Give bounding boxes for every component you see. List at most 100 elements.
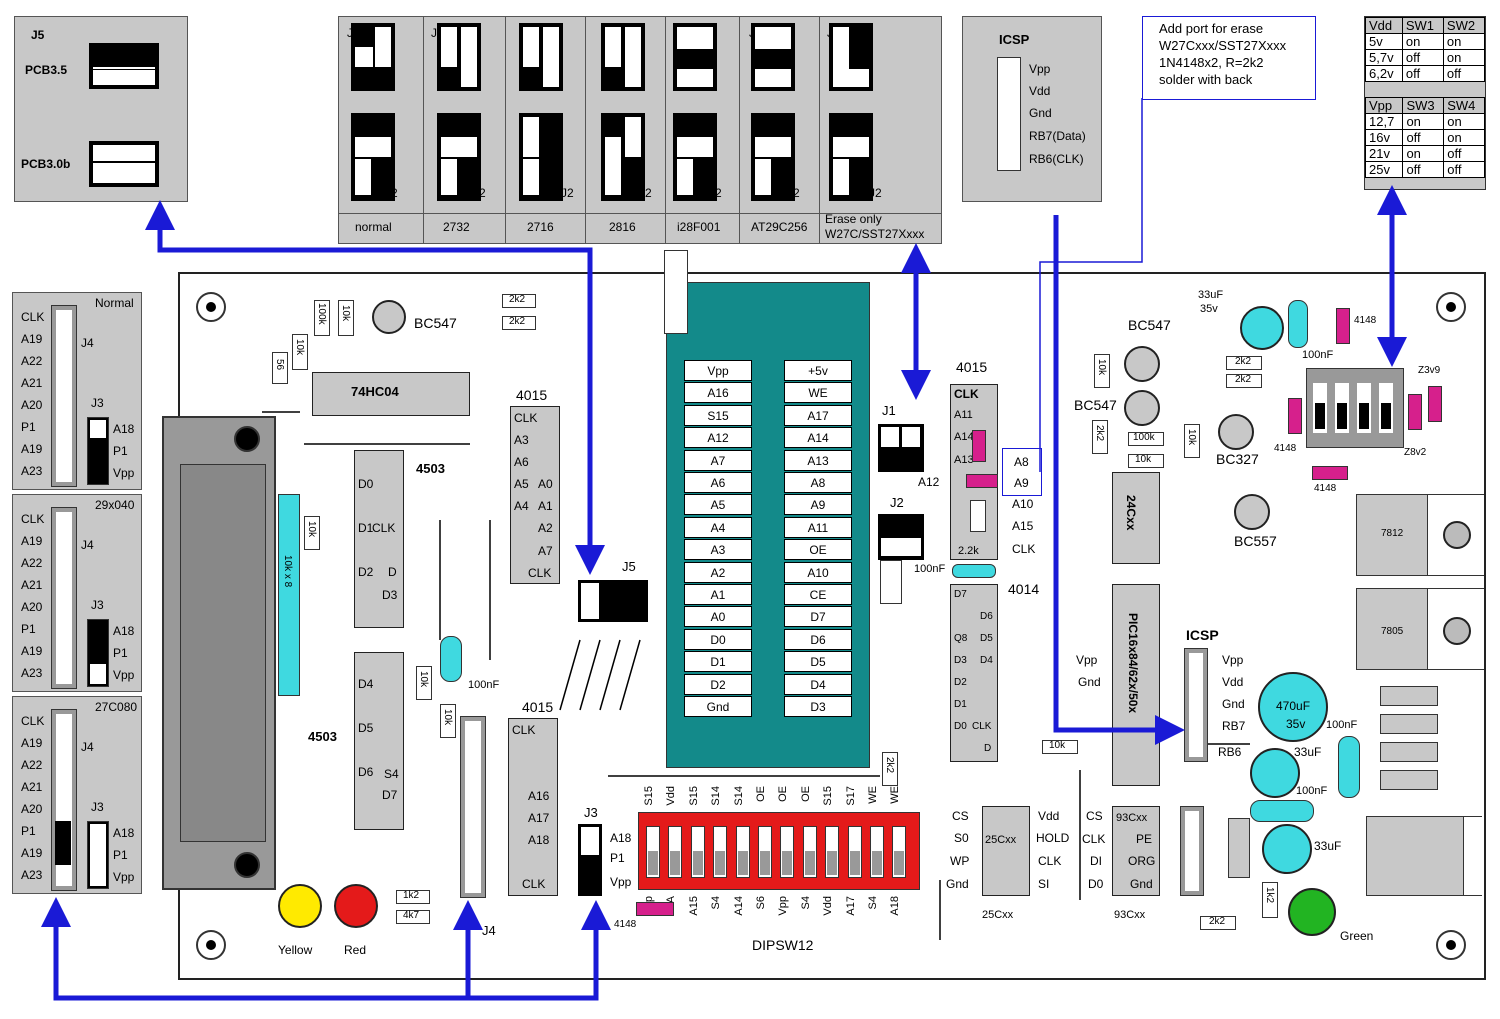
dip-switch-4[interactable] (1306, 368, 1404, 448)
side-panel-pin: CLK (21, 310, 45, 324)
dip-lever[interactable] (713, 826, 728, 878)
jp-2732-j2: J2 (473, 186, 486, 200)
note-line-3: 1N4148x2, R=2k2 (1159, 55, 1264, 70)
resistor-label: 10k (306, 521, 317, 538)
resistor-2k2: 2k2 (1226, 356, 1262, 370)
zif-pin-label: D5 (784, 651, 852, 673)
side-panel-pin: A23 (21, 868, 43, 882)
dip-top-label: OE (777, 786, 790, 802)
side-panel-j4: J4 (81, 336, 94, 350)
resistor-10k: 10k (1128, 454, 1164, 468)
zif-pin-label: Gnd (684, 696, 752, 717)
side-panel-j3-pin: P1 (113, 646, 128, 660)
jp-col-2732: 2732 (443, 220, 470, 234)
dip-bottom-label: S4 (867, 896, 879, 910)
j5-pcb30b-label: PCB3.0b (21, 157, 71, 171)
regulator-7812: 7812 (1356, 494, 1484, 576)
dip-lever[interactable] (690, 826, 705, 878)
dip-lever[interactable] (870, 826, 884, 878)
dip-top-label: S17 (844, 786, 857, 806)
side-panel-pin: CLK (21, 512, 45, 526)
side-panel-j3-pin: A18 (113, 624, 135, 638)
resistor-label: 56 (274, 359, 285, 371)
pin-label: D3 (954, 655, 967, 666)
capacitor-33uf (1250, 748, 1300, 798)
resistor-label: 10k (442, 709, 453, 726)
resistor-label: 2k2 (1094, 425, 1105, 442)
j3-header (87, 619, 109, 687)
dip-lever[interactable] (892, 826, 907, 878)
pin-label: D4 (358, 677, 374, 691)
jumper-j3[interactable] (578, 824, 602, 896)
th-vpp: Vpp (1364, 97, 1404, 114)
led-yellow-label: Yellow (278, 943, 313, 957)
pin-label: S4 (384, 767, 399, 781)
transistor-bc547 (1124, 346, 1160, 382)
j5-pcb35-jumper (89, 43, 159, 89)
led-red (334, 884, 378, 928)
capacitor-100nf (1250, 800, 1314, 822)
zif-pin-label: D6 (784, 628, 852, 650)
power-jack[interactable] (1366, 816, 1482, 896)
ic-pic-label: PIC16x84/62x/50x (1126, 613, 1140, 714)
pin-label: D0 (954, 721, 967, 732)
dip-lever[interactable] (802, 826, 817, 878)
resistor-4k7: 4k7 (396, 910, 430, 924)
pin-label: DI (1090, 854, 1102, 868)
ic-25cxx-label: 25Cxx (982, 909, 1014, 921)
pin-label: CLK (372, 521, 396, 535)
dip-top-label: S14 (732, 786, 745, 806)
diode-4148 (1312, 466, 1348, 480)
power-diode (1380, 770, 1438, 790)
zif-pin-label: A2 (684, 561, 752, 583)
jp-erase-line2: W27C/SST27Xxxx (825, 227, 925, 241)
side-panel-title: 27C080 (95, 700, 138, 714)
pin-label: WP (950, 854, 970, 868)
icsp-panel: ICSP Vpp Vdd Gnd RB7(Data) RB6(CLK) (962, 16, 1102, 202)
zif-pin-label: A5 (684, 494, 752, 516)
dip-bottom-label: A17 (844, 896, 857, 916)
diode-label: 4148 (1354, 315, 1377, 326)
zif-pin-label: A17 (784, 404, 852, 426)
dip-top-label: S15 (822, 786, 835, 806)
side-panel-j3: J3 (91, 396, 104, 410)
dip-lever[interactable] (758, 826, 772, 878)
dip-bottom-label: A18 (889, 896, 902, 916)
resistor-10k: 10k (338, 300, 354, 336)
icsp-board-header[interactable] (1184, 648, 1208, 762)
pin-label: D (984, 743, 992, 754)
transistor-bc547 (1124, 390, 1160, 426)
cell: on (1443, 129, 1485, 146)
zif-pin-label: A9 (784, 494, 852, 516)
jumper-j4[interactable] (460, 716, 486, 898)
side-panel-pin: P1 (21, 622, 36, 636)
cell: off (1442, 65, 1486, 82)
jumper-j5[interactable] (578, 580, 648, 622)
resistor-10k: 10k (292, 334, 308, 370)
dip-lever[interactable] (780, 826, 795, 878)
dip-top-label: OE (755, 786, 767, 802)
dip-lever[interactable] (825, 826, 840, 878)
zif-pin-label: A7 (684, 449, 752, 471)
diode-label: 4148 (1314, 483, 1337, 494)
dip-lever[interactable] (735, 826, 750, 878)
pin-label: D1 (954, 699, 967, 710)
jumper-config-panel: J1 J2 normal J1 J2 2732 J1 J2 2716 J1 J2… (338, 16, 942, 244)
pin-label: CLK (972, 721, 992, 732)
pin-label: D7 (382, 788, 398, 802)
led-yellow (278, 884, 322, 928)
dip-lever[interactable] (668, 826, 683, 878)
resistor-100k: 100k (314, 300, 330, 336)
dip-lever[interactable] (847, 826, 862, 878)
dip-lever[interactable] (646, 826, 660, 878)
resistor-label: 10k (340, 305, 351, 322)
zif-pin-label: D3 (784, 696, 852, 717)
side-panel-j3-pin: Vpp (113, 466, 135, 480)
jumper-j1[interactable] (878, 424, 924, 472)
side-panel-pin: A19 (21, 442, 43, 456)
pin-label: A17 (528, 811, 550, 825)
ic-4503-b-label: 4503 (308, 729, 337, 744)
jumper-j2[interactable] (878, 514, 924, 560)
cap-label: 33uF (1198, 289, 1224, 301)
